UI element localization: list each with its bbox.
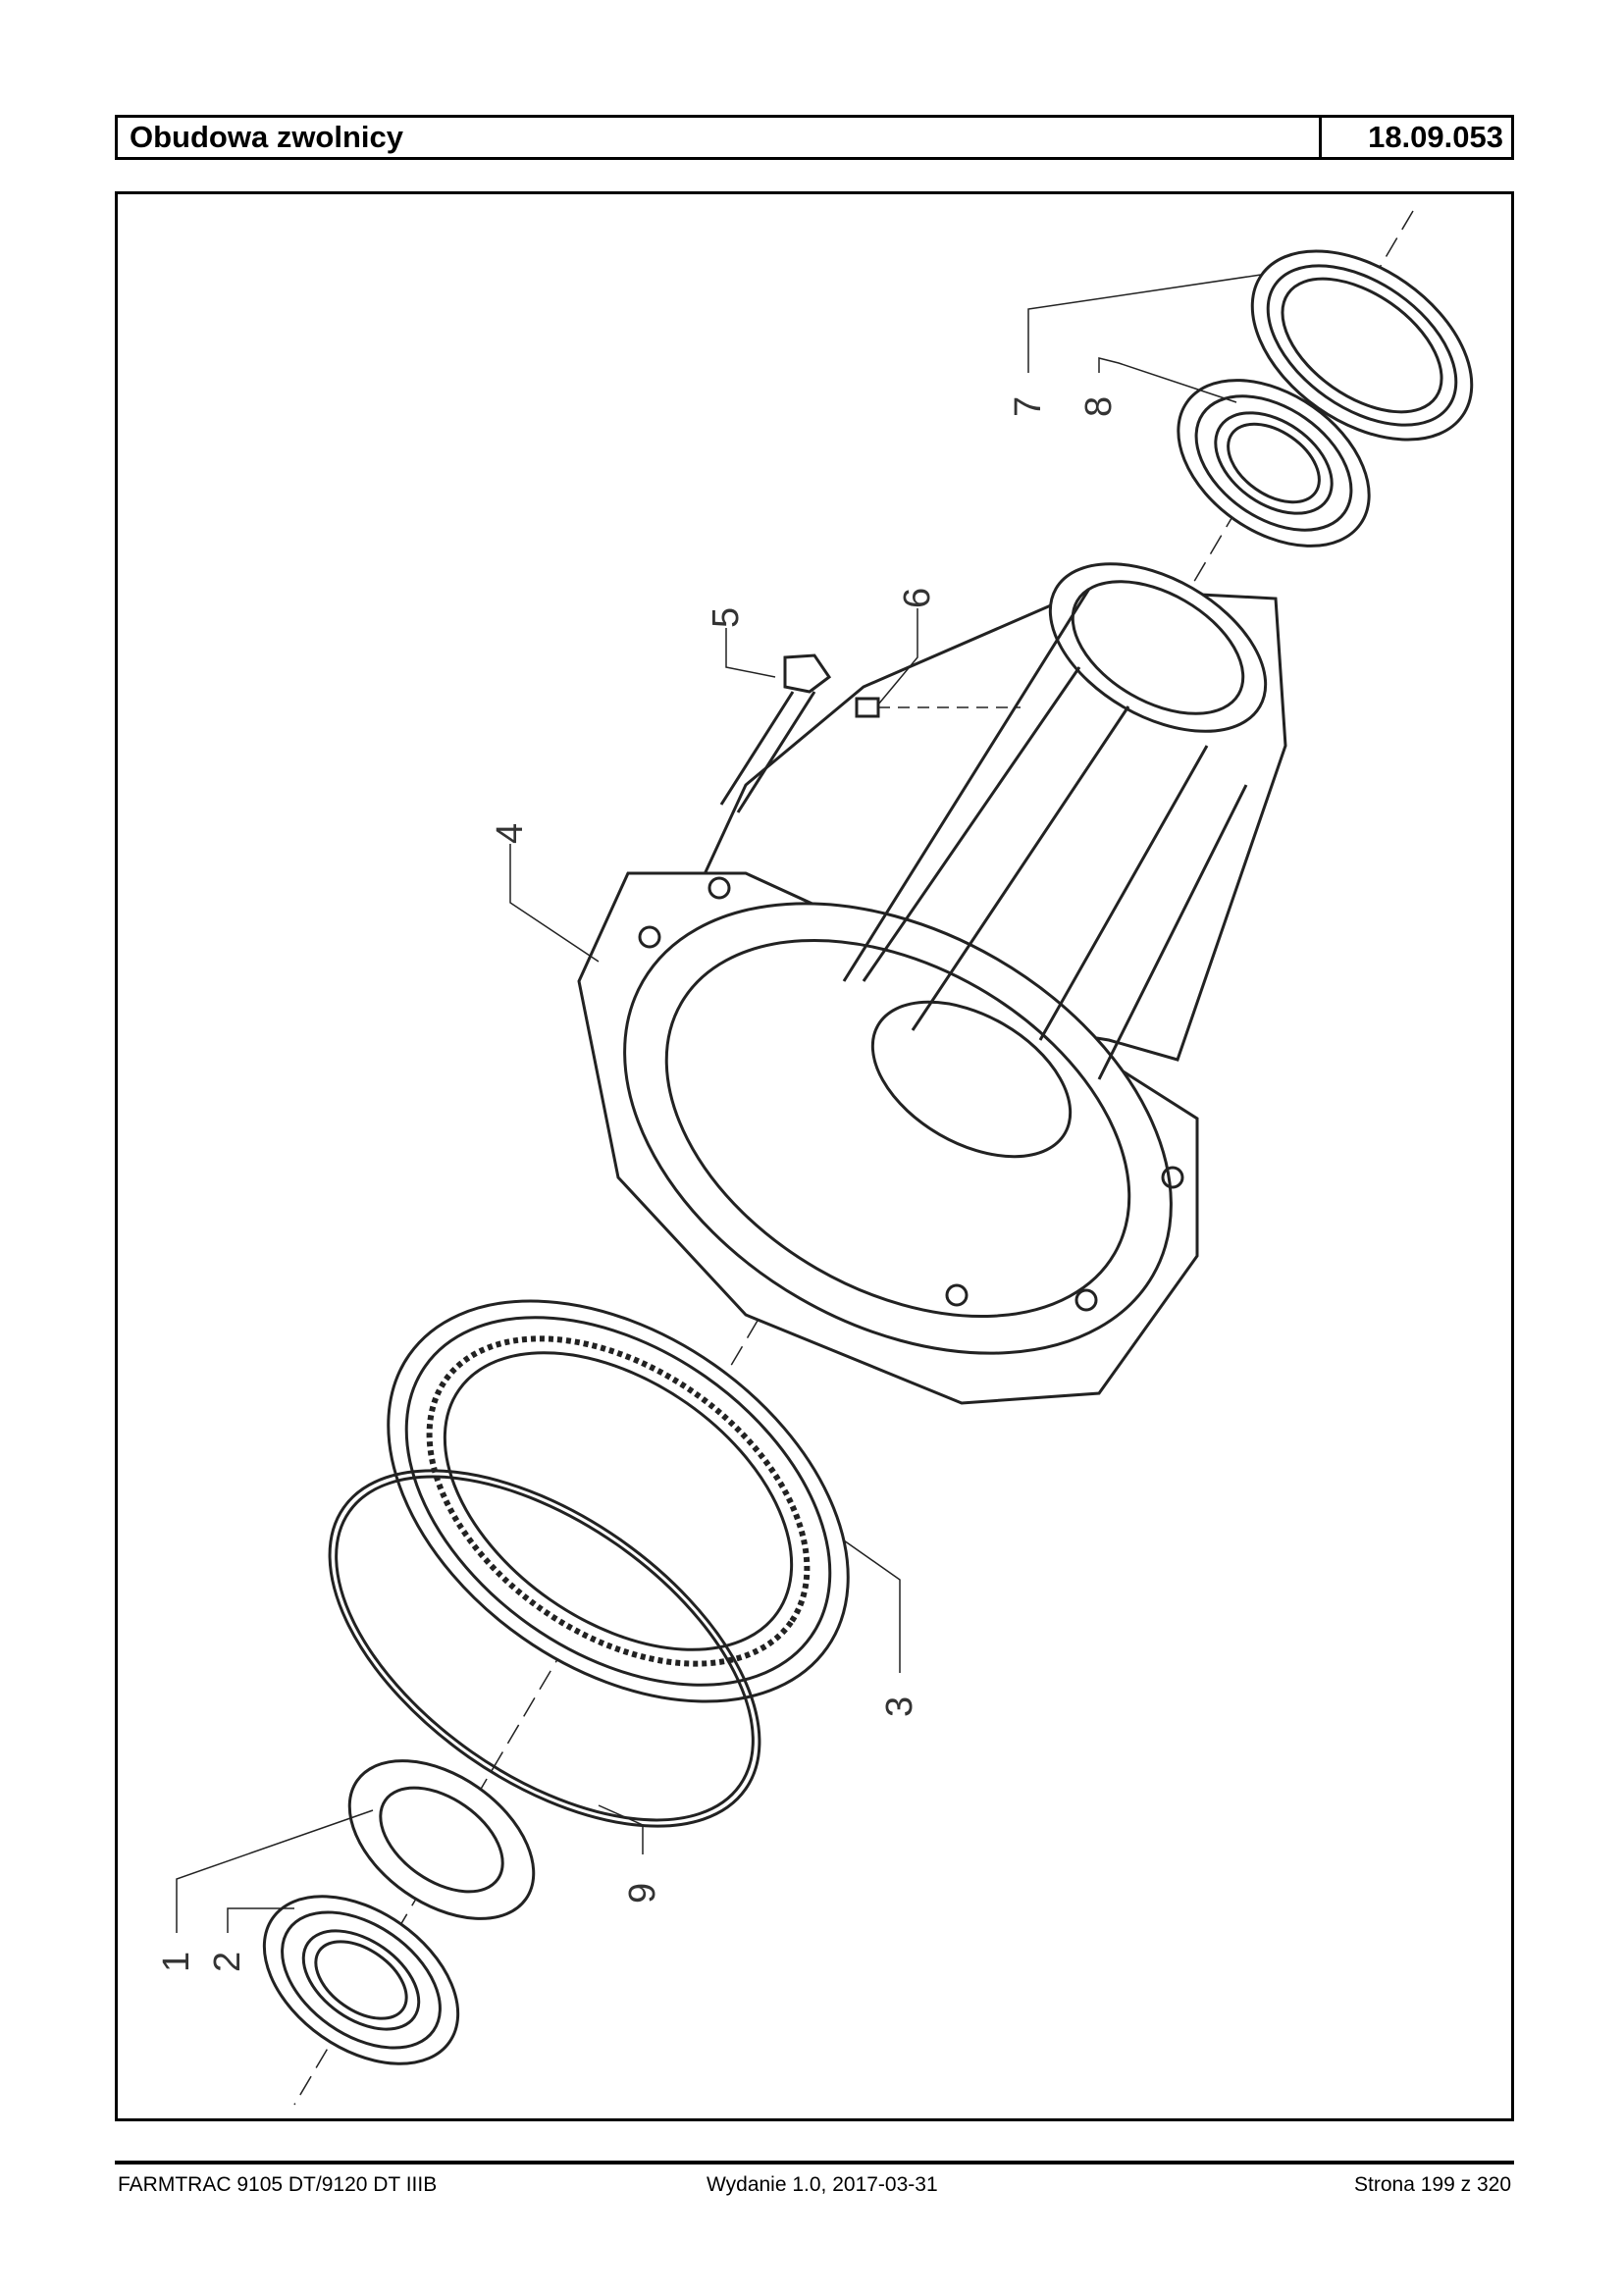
part-1-seal — [347, 1759, 536, 1920]
part-7-seal — [1250, 249, 1474, 442]
callout-7: 7 — [1008, 396, 1049, 417]
leader-lines — [176, 274, 1262, 1933]
callout-5: 5 — [706, 607, 747, 628]
part-2-bearing — [262, 1895, 460, 2065]
part-4-housing — [577, 562, 1287, 1405]
callout-3: 3 — [879, 1696, 920, 1717]
footer-model: FARMTRAC 9105 DT/9120 DT IIIB — [118, 2173, 438, 2196]
section-code: 18.09.053 — [1319, 118, 1511, 157]
footer-page-number: Strona 199 z 320 — [1354, 2173, 1511, 2196]
footer-rule — [115, 2161, 1514, 2165]
callout-2: 2 — [207, 1952, 248, 1972]
page-title: Obudowa zwolnicy — [130, 120, 404, 154]
callout-4: 4 — [490, 823, 531, 844]
part-9-o-ring — [328, 1469, 761, 1828]
callout-6: 6 — [897, 588, 938, 608]
footer-edition: Wydanie 1.0, 2017-03-31 — [707, 2173, 938, 2196]
part-8-bearing — [1177, 379, 1371, 548]
part-5-bolt — [719, 653, 832, 813]
callout-1: 1 — [156, 1952, 197, 1972]
callout-9: 9 — [622, 1883, 663, 1904]
page-header: Obudowa zwolnicy 18.09.053 — [115, 115, 1514, 160]
callout-8: 8 — [1078, 396, 1120, 417]
drawing-frame — [115, 191, 1514, 2121]
part-3-ring-gear — [387, 1299, 850, 1703]
part-6-grease-nipple — [855, 697, 1021, 718]
